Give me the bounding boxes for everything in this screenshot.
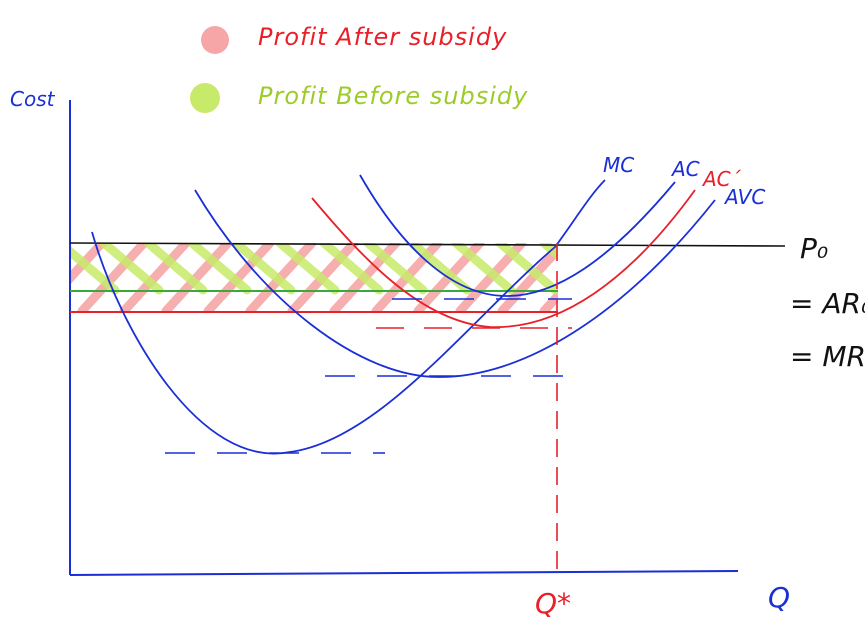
legend-before-label: Profit Before subsidy [258, 82, 528, 110]
ar0-label: = AR₀ [790, 287, 865, 320]
x-axis [69, 570, 739, 576]
hatch-stroke [99, 243, 164, 295]
profit-hatch-region [70, 243, 558, 311]
hatch-stroke [495, 243, 558, 295]
hatch-stroke [161, 243, 233, 311]
price-line-p0 [69, 242, 786, 247]
ac-curve [359, 174, 676, 297]
q-star-label: Q* [535, 587, 571, 620]
legend-before-swatch [190, 83, 220, 113]
x-axis-label: Q [768, 581, 790, 614]
legend-after-label: Profit After subsidy [258, 23, 507, 51]
ac-prime-curve [311, 189, 696, 328]
hatch-stroke [363, 243, 428, 295]
avc-curve [194, 189, 716, 378]
hatch-stroke [451, 243, 516, 295]
hatch-stroke [143, 243, 208, 295]
ac-label: AC [670, 157, 700, 181]
avc-label: AVC [723, 185, 765, 209]
ac-prime-label: AC´ [701, 167, 742, 191]
hatch-stroke [319, 243, 384, 295]
hatch-stroke [275, 243, 340, 295]
hatch-stroke [77, 243, 149, 311]
hatch-stroke [539, 243, 558, 261]
hatch-stroke [231, 243, 296, 295]
y-axis-label: Cost [10, 87, 56, 111]
mr0-label: = MR₀ [790, 340, 865, 373]
hatch-stroke [187, 243, 252, 295]
mc-curve [91, 179, 606, 455]
hatch-stroke [119, 243, 191, 311]
hatch-stroke [203, 243, 275, 311]
mc-label: MC [603, 153, 634, 177]
p0-label: P₀ [800, 232, 828, 265]
profit-before-hatch [70, 243, 558, 295]
hatch-stroke [70, 245, 120, 295]
legend-after-swatch [201, 26, 229, 54]
